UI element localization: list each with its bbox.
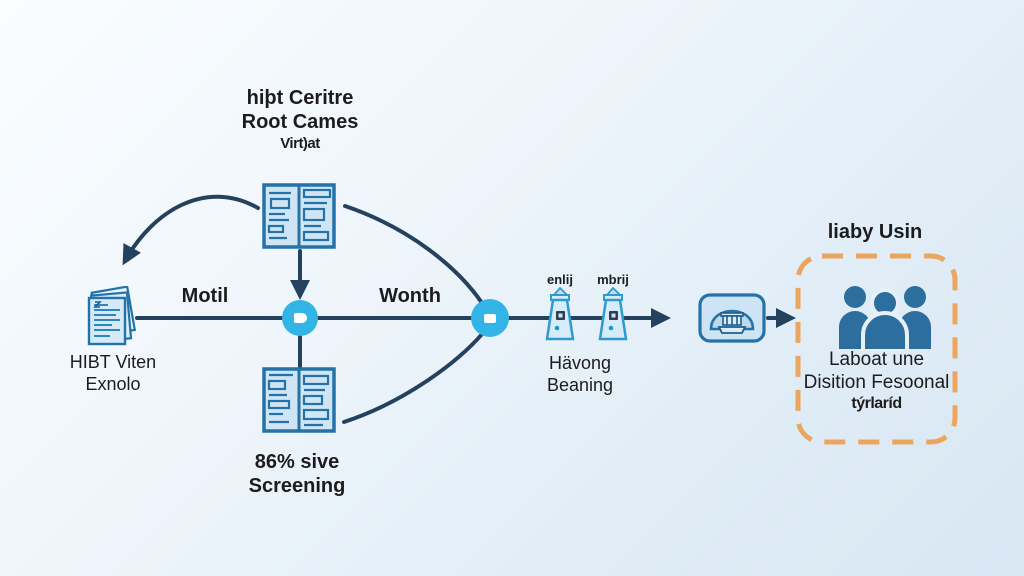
folder-glyph-icon (293, 313, 307, 323)
result-group-title: liaby Usin (827, 221, 923, 243)
result-group-text: Laboat une Disition Fesoonal týrlaríd (803, 349, 950, 413)
tower-flask-icon (545, 287, 575, 341)
tower-label-1: enlij (546, 272, 573, 287)
top-box-label: hiþt Ceritre Root Cames Virt)at (241, 87, 359, 152)
edge-topbox-to-hub2 (343, 204, 484, 305)
result-group-dashed-border (795, 253, 958, 445)
hub-node-right (471, 299, 509, 337)
towers-caption: Hävong Beaning (546, 353, 614, 395)
tower-label-2: mbrij (597, 272, 629, 287)
dome-building-icon (698, 293, 766, 343)
bottom-box-label: 86% sive Screening (248, 451, 346, 498)
document-pages-icon (87, 286, 137, 346)
edge-topbox-to-document (122, 194, 260, 266)
edge-label-motil: Motil (181, 285, 229, 307)
people-group-icon (839, 286, 931, 351)
hub-node-left (282, 300, 318, 336)
table-document-icon (262, 367, 336, 433)
square-glyph-icon (484, 313, 496, 323)
left-document-label: HIBT Viten Exnolo (69, 352, 157, 394)
tower-flask-icon (598, 287, 628, 341)
edge-bottombox-to-hub2 (342, 331, 485, 424)
table-document-icon (262, 183, 336, 249)
edge-label-wonth: Wonth (379, 285, 441, 307)
